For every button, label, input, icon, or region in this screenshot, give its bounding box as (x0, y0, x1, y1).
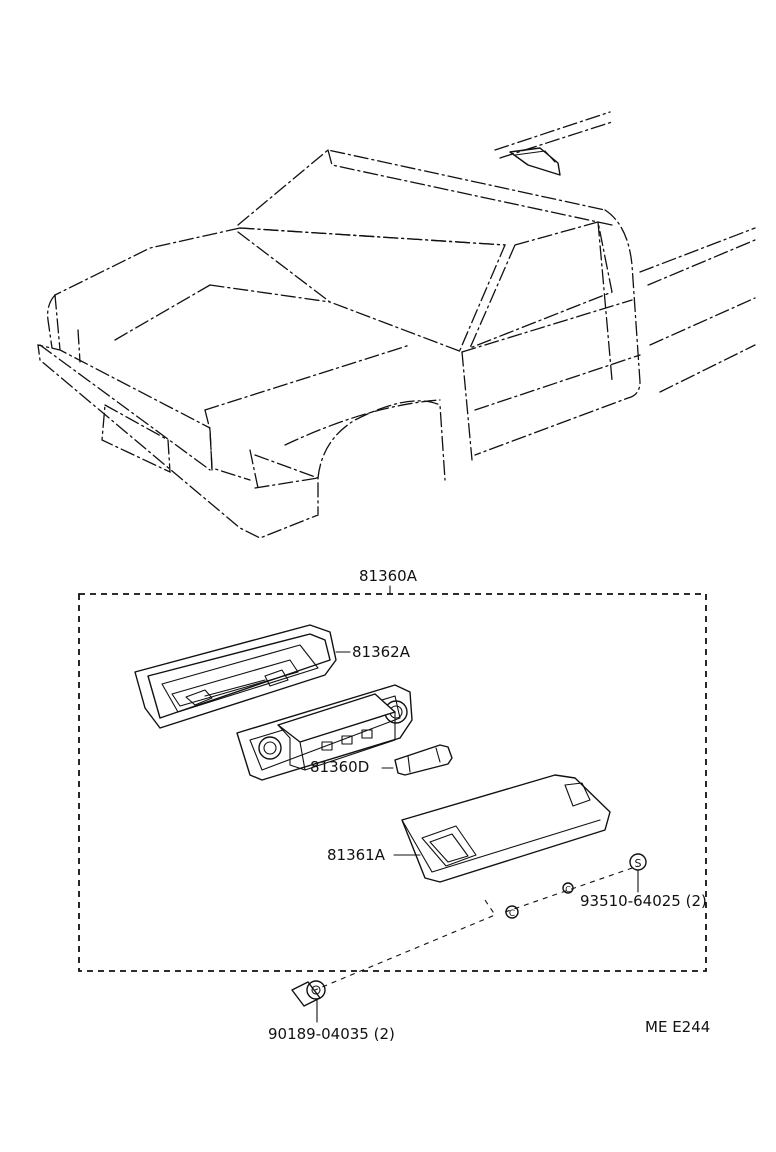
assembly-box (78, 585, 707, 972)
clip-c-symbol-lower: C (509, 909, 515, 919)
clip-c-symbol-upper: C (565, 885, 571, 894)
bulb-label: 81360D (310, 758, 370, 776)
screw-icon (291, 980, 326, 1007)
nut-label: 93510-64025 (2) (580, 892, 707, 910)
nut-s-icon (629, 853, 647, 871)
lens-housing-part (134, 624, 351, 729)
clip-c-icon-lower (505, 905, 519, 919)
nut-s-symbol: S (635, 857, 642, 870)
truck-outline (37, 111, 756, 539)
lamp-socket-part (236, 684, 413, 781)
cover-label: 81361A (327, 846, 385, 864)
clip-c-icon-upper (562, 882, 574, 894)
cover-part (393, 774, 611, 883)
diagram-code-label: ME E244 (645, 1018, 711, 1036)
fastener-lines (314, 865, 639, 1023)
screw-label: 90189-04035 (2) (268, 1025, 395, 1043)
assembly-label: 81360A (359, 567, 417, 585)
roof-marker-lamp (509, 147, 561, 176)
bulb-part (381, 744, 453, 776)
lens-housing-label: 81362A (352, 643, 410, 661)
